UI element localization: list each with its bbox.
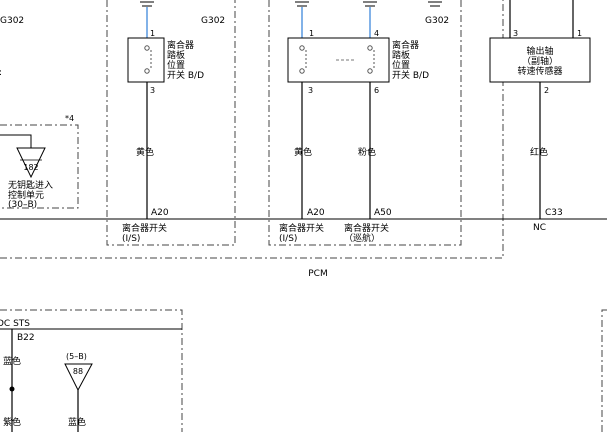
sensor-wire-color: 红色 [530, 146, 548, 158]
switch-2-wire-color-b: 粉色 [358, 146, 376, 158]
lower-connector-number: 88 [73, 367, 83, 376]
keyless-label-2: 控制单元 [8, 189, 44, 201]
lower-wire-top-color: 蓝色 [3, 355, 21, 367]
sensor-label-1: 输出轴 [526, 45, 553, 57]
sensor-pin-3: 3 [513, 29, 518, 38]
switch-1-label-1: 离合器 [167, 39, 194, 51]
keyless-connector-number: 182 [23, 163, 38, 172]
keyless-dashed-box [0, 124, 79, 209]
pcm-label: PCM [308, 269, 327, 279]
lower-splice-dot [9, 386, 15, 392]
switch-1-contact [144, 45, 152, 74]
switch-1-pcm-label-1: 离合器开关 [122, 222, 167, 234]
switch-2-pcm-label-a-1: 离合器开关 [279, 222, 324, 234]
ground-label-left: G302 [0, 16, 24, 26]
switch-2-pcm-label-b-1: 离合器开关 [344, 222, 389, 234]
switch-2-label-1: 离合器 [392, 39, 419, 51]
switch-2-contact-a [299, 45, 307, 74]
switch-1-label-3: 位置 [167, 59, 185, 71]
ground-symbol-middle-2 [363, 1, 377, 7]
ground-symbol-right [428, 1, 442, 7]
sensor-pin-2: 2 [544, 86, 549, 95]
switch-2-pin-1: 1 [309, 29, 314, 38]
switch-2-dashed-box [268, 0, 462, 246]
keyless-connector-triangle [16, 147, 46, 179]
lower-header: DC STS [0, 319, 30, 329]
keyless-label-3: (30–B) [8, 200, 37, 210]
lower-wire-bottom-right-color: 蓝色 [68, 416, 86, 428]
keyless-label-1: 无钥匙进入 [8, 179, 53, 191]
ground-symbol-left [140, 1, 154, 7]
lower-dashed-box-right [601, 309, 607, 432]
sensor-label-3: 转速传感器 [517, 65, 562, 77]
sensor-pcm-pin: C33 [545, 208, 563, 218]
switch-2-pcm-label-b-2: （巡航） [344, 232, 380, 244]
switch-1-label-2: 踏板 [167, 49, 185, 61]
lower-pin: B22 [17, 333, 35, 343]
ground-label-middle: G302 [201, 16, 225, 26]
switch-2-label-4: 开关 B/D [392, 69, 429, 81]
switch-1-dashed-box [106, 0, 236, 246]
switch-1-label-4: 开关 B/D [167, 69, 204, 81]
switch-2-pin-6: 6 [374, 86, 379, 95]
sensor-pin-1: 1 [577, 29, 582, 38]
switch-2-pcm-label-a-2: (I/S) [279, 234, 297, 244]
ground-symbol-middle-1 [295, 1, 309, 7]
switch-1-pcm-label-2: (I/S) [122, 234, 140, 244]
keyless-note: *4 [65, 114, 74, 123]
switch-2-contact-b [367, 45, 375, 74]
switch-2-pcm-pin-a: A20 [307, 208, 325, 218]
switch-2-pcm-pin-b: A50 [374, 208, 392, 218]
switch-2-pin-3: 3 [308, 86, 313, 95]
lower-dashed-box-left [0, 309, 183, 432]
sensor-pcm-label: NC [533, 223, 546, 233]
switch-1-pin-top: 1 [150, 29, 155, 38]
lower-connector-ref: (5–B) [66, 352, 87, 361]
switch-1-pcm-pin: A20 [151, 208, 169, 218]
sensor-label-2: （副轴） [522, 55, 558, 67]
pcm-dashed-box [0, 0, 504, 259]
keyless-wire [0, 134, 32, 148]
switch-1-wire-color: 黄色 [136, 146, 154, 158]
switch-2-wire-color-a: 黄色 [294, 146, 312, 158]
lower-connector-triangle [64, 363, 93, 392]
switch-1-box [127, 37, 165, 83]
lower-wire-bottom-left-color: 紫色 [3, 416, 21, 428]
left-edge-fragment: : [0, 68, 2, 78]
switch-1-pin-bottom: 3 [150, 86, 155, 95]
switch-2-label-3: 位置 [392, 59, 410, 71]
ground-label-right: G302 [425, 16, 449, 26]
switch-2-label-2: 踏板 [392, 49, 410, 61]
switch-2-pin-4: 4 [374, 29, 379, 38]
